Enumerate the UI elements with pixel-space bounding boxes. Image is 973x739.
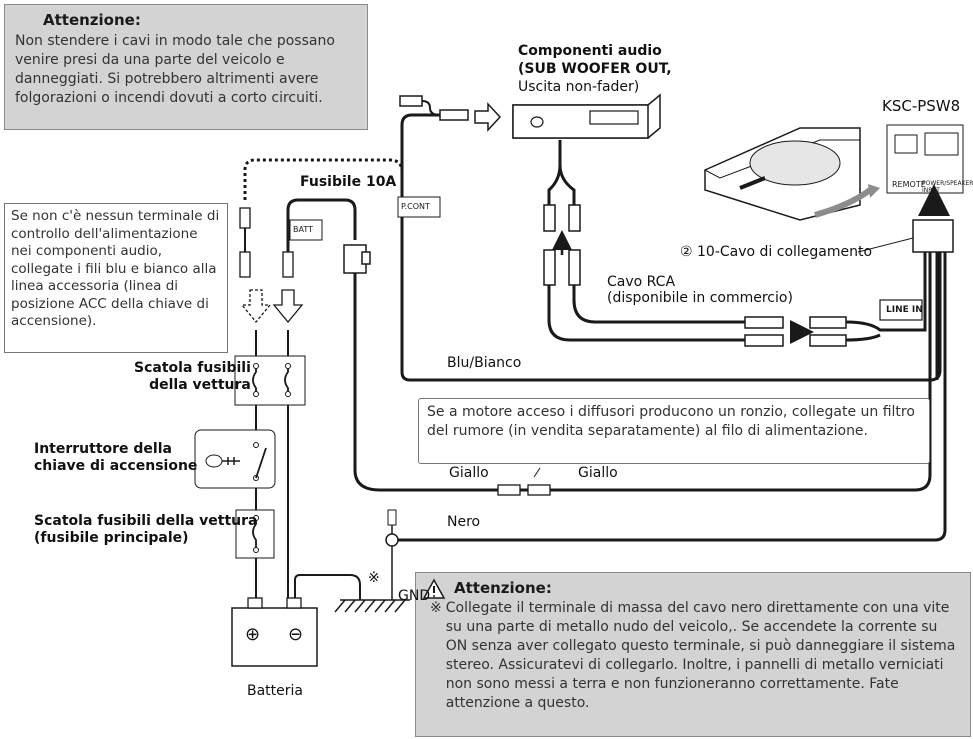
pcont-tag-label: P.CONT	[401, 202, 430, 211]
warning-title: Attenzione:	[43, 11, 141, 29]
warning-text: Non stendere i cavi in modo tale che pos…	[15, 33, 335, 106]
yellow-connectors	[497, 484, 551, 496]
main-fuse-label: Scatola fusibili della vettura (fusibile…	[34, 513, 258, 546]
fuse-box-label: Scatola fusibili della vettura	[134, 360, 251, 393]
rca-plugs	[543, 204, 581, 286]
terminal-panel	[886, 124, 964, 194]
dashed-down-arrow	[240, 289, 272, 324]
gnd-reference-mark: ※	[368, 570, 380, 586]
remote-label: REMOTE	[892, 180, 926, 189]
audio-components-label: Componenti audio (SUB WOOFER OUT, Uscita…	[518, 43, 672, 95]
power-input-label: POWER/SPEAKER INPUT	[922, 180, 973, 194]
warning-box-top: Attenzione: Non stendere i cavi in modo …	[4, 4, 368, 130]
note-box-left: Se non c'è nessun terminale di controllo…	[4, 203, 228, 353]
car-fuse-box-1	[234, 355, 306, 406]
left-plugs	[239, 207, 294, 278]
black-wire-label: Nero	[447, 514, 481, 530]
note-left-text: Se non c'è nessun terminale di controllo…	[11, 208, 220, 329]
connector-10	[912, 219, 954, 253]
batt-tag-label: BATT	[293, 225, 313, 234]
gnd-label: GND	[398, 588, 431, 604]
note-middle-text: Se a motore acceso i diffusori producono…	[427, 404, 915, 439]
battery-label: Batteria	[247, 683, 303, 699]
pcont-to-audio-wire	[400, 113, 440, 200]
fuse-10a-holder	[343, 244, 371, 274]
cable-10-label: ② 10-Cavo di collegamento	[680, 244, 873, 260]
note-box-middle: Se a motore acceso i diffusori producono…	[418, 398, 930, 464]
reference-mark: ※	[430, 600, 442, 616]
subwoofer-unit	[704, 127, 861, 221]
battery-plus: ⊕	[245, 624, 261, 645]
solid-down-arrow	[272, 289, 304, 324]
audio-component-unit	[512, 93, 661, 139]
warning-box-bottom: Attenzione: ※ Collegate il terminale di …	[415, 572, 971, 737]
battery	[231, 597, 318, 667]
warning-triangle-icon-bottom	[422, 578, 446, 599]
device-model-label: KSC-PSW8	[882, 97, 961, 115]
pcont-tag	[397, 196, 441, 218]
warning-title-bottom: Attenzione:	[454, 579, 552, 597]
battery-minus: ⊖	[288, 624, 304, 645]
yellow-left-label: Giallo	[449, 465, 489, 481]
blue-white-label: Blu/Bianco	[447, 355, 522, 371]
curved-gray-arrow	[814, 187, 872, 218]
rca-cable	[547, 140, 720, 342]
blue-white-wire	[400, 215, 942, 382]
main-fuse-box	[235, 509, 275, 559]
audio-power-connector	[399, 95, 469, 121]
ignition-label: Interruttore della chiave di accensione	[34, 441, 198, 474]
yellow-right-label: Giallo	[578, 465, 618, 481]
fuse-10a-label: Fusibile 10A	[300, 174, 397, 190]
rca-cable-label: Cavo RCA (disponibile in commercio)	[607, 274, 793, 306]
ground-symbol	[334, 599, 410, 613]
batt-tag	[289, 219, 323, 241]
hollow-arrow-right	[474, 102, 502, 132]
line-in-label: LINE IN	[886, 305, 923, 315]
warning-bottom-text: Collegate il terminale di massa del cavo…	[445, 600, 956, 711]
ignition-switch	[194, 429, 276, 489]
